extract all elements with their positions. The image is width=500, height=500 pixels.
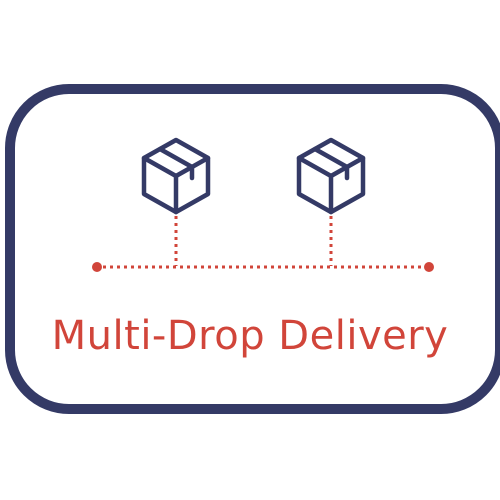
package-box-icon <box>141 137 211 215</box>
badge-label: Multi-Drop Delivery <box>51 313 449 359</box>
package-box-icon <box>296 137 366 215</box>
route-start-dot <box>92 262 102 272</box>
rounded-frame <box>5 84 500 414</box>
route-end-dot <box>424 262 434 272</box>
